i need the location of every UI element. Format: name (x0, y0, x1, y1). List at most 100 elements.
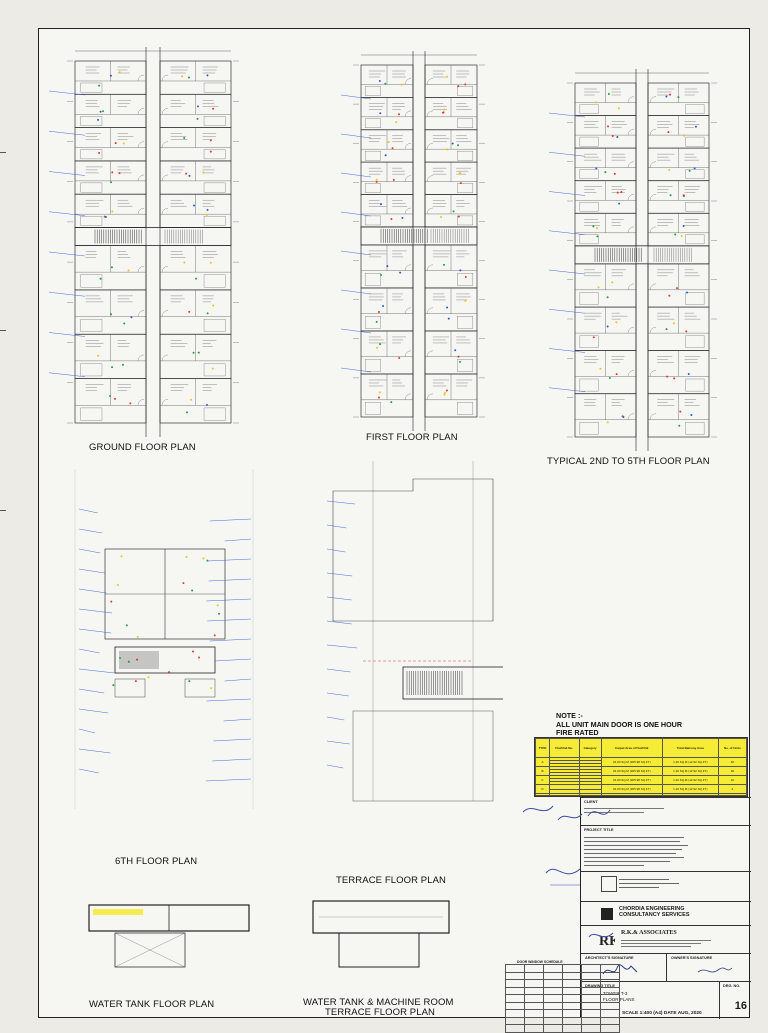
terrace-floor-plan (323, 461, 503, 811)
schedule-cell (525, 1002, 544, 1010)
schedule-cell (525, 995, 544, 1003)
terrace-floor-title: TERRACE FLOOR PLAN (336, 875, 446, 886)
first-floor-plan (339, 41, 499, 435)
schedule-cell (544, 995, 563, 1003)
water-tank-plan (85, 897, 253, 977)
door-schedule-table: DOOR WINDOW SCHEDULE (505, 960, 620, 1018)
schedule-cell (525, 1017, 544, 1025)
schedule-cell (582, 995, 601, 1003)
unit-table-header-cell: Category (579, 739, 601, 758)
schedule-cell (506, 980, 525, 988)
schedule-cell (544, 1025, 563, 1033)
schedule-cell (525, 987, 544, 995)
owner-signature (696, 964, 736, 978)
schedule-cell (544, 1002, 563, 1010)
edge-tick (0, 510, 6, 511)
schedule-cell (544, 987, 563, 995)
schedule-cell (601, 1002, 620, 1010)
water-tank-title: WATER TANK FLOOR PLAN (89, 999, 214, 1010)
schedule-cell (582, 980, 601, 988)
schedule-cell (525, 1025, 544, 1033)
ground-floor-plan (47, 37, 259, 445)
consultant-details-1 (619, 876, 689, 888)
unit-table-cell: 1.20 SQ.M (12.92 SQ.FT) (662, 785, 718, 794)
schedule-cell (601, 1017, 620, 1025)
unit-table-header-cell: TYPE (536, 739, 550, 758)
drawing-number-label: DRG. NO. (723, 984, 740, 988)
schedule-cell (563, 1025, 582, 1033)
schedule-cell (582, 987, 601, 995)
unit-table-cell: 40 (718, 758, 746, 767)
typical-floor-plan (547, 61, 737, 459)
schedule-cell (506, 1025, 525, 1033)
schedule-cell (563, 980, 582, 988)
typical-floor-title: TYPICAL 2ND TO 5TH FLOOR PLAN (547, 456, 710, 467)
schedule-cell (563, 965, 582, 973)
sixth-floor-drawing (65, 469, 263, 809)
edge-tick (0, 152, 6, 153)
review-stamps (518, 796, 638, 836)
schedule-cell (601, 995, 620, 1003)
schedule-cell (582, 1025, 601, 1033)
schedule-cell (544, 1010, 563, 1018)
schedule-cell (544, 972, 563, 980)
unit-table-header-cell: Total Balcony Area (662, 739, 718, 758)
unit-table-cell: 34.00 SQ.M (365.98 SQ.FT) (601, 776, 662, 785)
scale-date: SCALE 1:400 (A4) DATE AUG, 2020 (622, 1011, 702, 1016)
unit-table-cell: D (536, 785, 550, 794)
unit-table-header-cell: No. of Units (718, 739, 746, 758)
schedule-cell (563, 972, 582, 980)
consultant-1-row (581, 871, 751, 901)
schedule-cell (582, 1010, 601, 1018)
water-tank-drawing (85, 897, 253, 977)
schedule-cell (506, 965, 525, 973)
schedule-cell (601, 1025, 620, 1033)
ground-floor-drawing (47, 37, 259, 445)
unit-table-cell: C (536, 776, 550, 785)
schedule-cell (563, 1017, 582, 1025)
schedule-cell (563, 1010, 582, 1018)
unit-table-cell: B (536, 767, 550, 776)
consultant-name-2: CONSULTANCY SERVICES (619, 912, 690, 918)
schedule-cell (601, 987, 620, 995)
schedule-cell (582, 1017, 601, 1025)
project-description (584, 834, 694, 866)
architect-address (621, 939, 711, 947)
consultant-2-row: CHORDIA ENGINEERING CONSULTANCY SERVICES (581, 901, 751, 925)
unit-table-cell: 1.20 SQ.M (12.92 SQ.FT) (662, 776, 718, 785)
schedule-cell (601, 965, 620, 973)
check-stamp (585, 925, 625, 947)
approval-stamp (540, 855, 600, 895)
unit-table-cell: 34.00 SQ.M (365.98 SQ.FT) (601, 767, 662, 776)
unit-table-header-cell: Carpet Area of Flat/Unit (601, 739, 662, 758)
schedule-cell (506, 987, 525, 995)
machine-room-plan (309, 895, 453, 975)
typical-floor-drawing (547, 61, 737, 459)
schedule-cell (563, 1002, 582, 1010)
schedule-cell (544, 1017, 563, 1025)
unit-table-cell: 20 (718, 767, 746, 776)
unit-table-cell: 4 (718, 785, 746, 794)
terrace-floor-drawing (323, 461, 503, 811)
first-floor-drawing (339, 41, 499, 435)
machine-room-drawing (309, 895, 453, 975)
schedule-cell (582, 1002, 601, 1010)
schedule-cell (506, 972, 525, 980)
schedule-cell (525, 972, 544, 980)
unit-table-cell: 34.00 SQ.M (365.98 SQ.FT) (601, 758, 662, 767)
schedule-cell (563, 995, 582, 1003)
schedule-cell (544, 980, 563, 988)
first-floor-title: FIRST FLOOR PLAN (366, 432, 458, 443)
schedule-cell (506, 1010, 525, 1018)
schedule-cell (506, 995, 525, 1003)
unit-table-cell: A (536, 758, 550, 767)
schedule-cell (582, 965, 601, 973)
sixth-floor-plan (65, 469, 263, 809)
unit-table-cell (718, 794, 746, 796)
schedule-cell (506, 1002, 525, 1010)
schedule-cell (601, 972, 620, 980)
schedule-cell (544, 965, 563, 973)
unit-table-cell: 10 (718, 776, 746, 785)
schedule-cell (525, 1010, 544, 1018)
